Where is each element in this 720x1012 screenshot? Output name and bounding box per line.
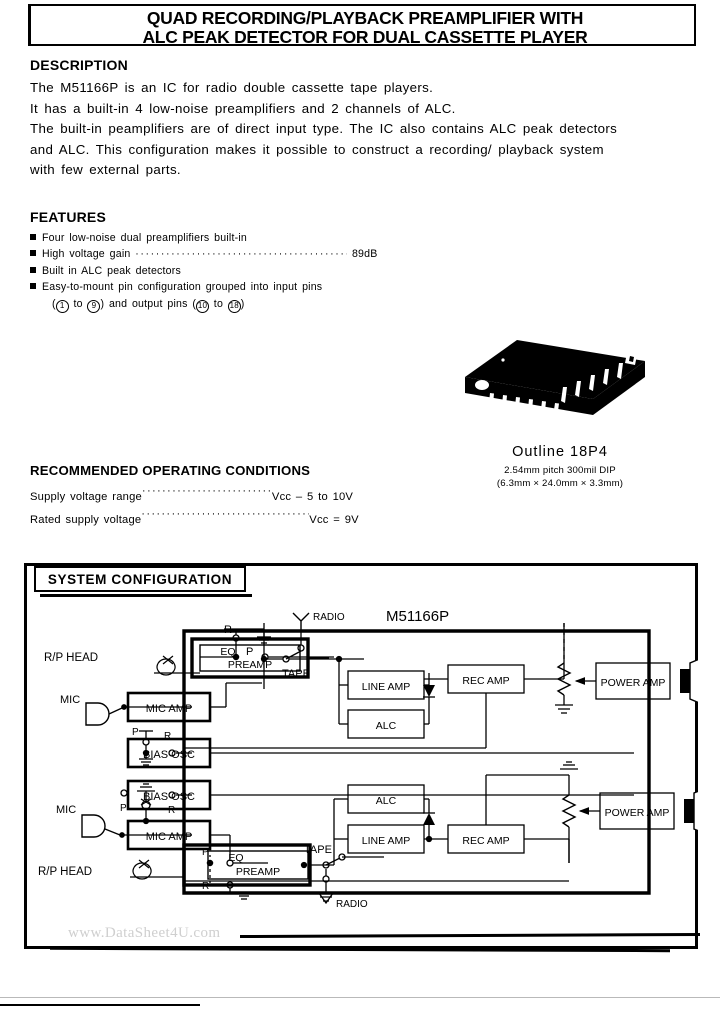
square-bullet-icon	[30, 234, 36, 240]
label-rp-head-bottom: R/P HEAD	[38, 866, 92, 878]
label-tape-top: TAPE	[282, 668, 310, 680]
label-tape-bottom: TAPE	[304, 844, 332, 856]
label-switch-r-mid: R	[164, 731, 171, 742]
recommended-row: Supply voltage range····················…	[30, 483, 370, 506]
leader-dots: ········································…	[141, 485, 272, 497]
label-mic-top: MIC	[60, 694, 80, 706]
dip-package-icon	[465, 340, 645, 421]
block-bias-osc-bottom: BIAS OSC	[143, 791, 195, 803]
pin-number-10: 10	[196, 299, 210, 313]
label-radio-bottom: RADIO	[336, 899, 368, 910]
block-line-amp-bottom: LINE AMP	[362, 835, 410, 847]
system-configuration-heading: SYSTEM CONFIGURATION	[34, 566, 252, 597]
feature-item: Easy-to-mount pin configuration grouped …	[30, 279, 450, 295]
feature-subline-mid1: to	[68, 297, 88, 310]
label-mic-bottom: MIC	[56, 804, 76, 816]
label-switch-p-low: P	[120, 803, 127, 814]
title-line-2: ALC PEAK DETECTOR FOR DUAL CASSETTE PLAY…	[142, 27, 588, 47]
scan-artifact	[0, 1004, 200, 1006]
square-bullet-icon	[30, 266, 36, 273]
feature-text: Easy-to-mount pin configuration grouped …	[42, 281, 323, 294]
description-line: The M51166P is an IC for radio double ca…	[30, 80, 434, 95]
leader-dots: ········································…	[141, 508, 309, 520]
feature-text: Built in ALC peak detectors	[42, 264, 181, 277]
block-line-amp-top: LINE AMP	[362, 681, 410, 693]
features-heading: FEATURES	[30, 209, 107, 225]
description-heading: DESCRIPTION	[30, 57, 128, 73]
label-switch-r-low: R	[168, 805, 175, 816]
block-rec-amp-bottom: REC AMP	[462, 835, 509, 847]
description-line: with few external parts.	[30, 162, 181, 178]
feature-item: Built in ALC peak detectors	[30, 263, 450, 279]
block-alc-top: ALC	[376, 720, 397, 732]
block-diagram-svg: M51166P R/P HEAD R P RADIO TAPE EQ PREAM…	[38, 608, 719, 910]
block-power-amp-top: POWER AMP	[601, 677, 666, 689]
package-caption: Outline 18P4	[512, 444, 608, 460]
package-pitch: 2.54mm pitch 300mil DIP	[504, 465, 616, 476]
recommended-heading: RECOMMENDED OPERATING CONDITIONS	[30, 463, 311, 478]
block-alc-bottom: ALC	[376, 795, 397, 807]
recommended-value: Vcc = 9V	[309, 514, 359, 526]
description-body: The M51166P is an IC for radio double ca…	[30, 78, 710, 181]
feature-subline-mid3: to	[209, 297, 228, 310]
recommended-label: Supply voltage range	[30, 491, 142, 503]
feature-text: High voltage gain	[42, 248, 131, 261]
description-line: It has a built-in 4 low-noise preamplifi…	[30, 100, 456, 116]
feature-subline-mid2: ) and output pins (	[100, 297, 197, 310]
feature-item: Four low-noise dual preamplifiers built-…	[30, 230, 450, 246]
system-configuration-diagram: M51166P R/P HEAD R P RADIO TAPE EQ PREAM…	[24, 563, 719, 949]
watermark: www.DataSheet4U.com	[68, 925, 221, 941]
feature-item: High voltage gain ······················…	[30, 246, 450, 262]
label-radio-top: RADIO	[313, 612, 345, 623]
block-eq-preamp-top: PREAMP	[228, 659, 272, 671]
feature-text: Four low-noise dual preamplifiers built-…	[42, 232, 247, 244]
pin-number-1: 1	[55, 299, 69, 313]
block-eq-preamp-bottom: EQ	[228, 852, 243, 864]
feature-subline-pre: (	[52, 297, 56, 310]
features-list: Four low-noise dual preamplifiers built-…	[30, 230, 450, 313]
pin-number-9: 9	[87, 299, 101, 313]
label-switch-r-bottom: R	[202, 881, 209, 892]
block-power-amp-bottom: POWER AMP	[605, 807, 670, 819]
recommended-value: Vcc – 5 to 10V	[271, 491, 354, 503]
page-bottom-rule	[0, 997, 720, 998]
block-eq-preamp-bottom: PREAMP	[236, 866, 280, 878]
pin-number-18: 18	[227, 299, 241, 313]
description-line: and ALC. This configuration makes it pos…	[30, 141, 604, 157]
square-bullet-icon	[30, 250, 36, 257]
leader-dots: ········································…	[135, 248, 348, 261]
recommended-label: Rated supply voltage	[30, 514, 142, 526]
package-size: (6.3mm × 24.0mm × 3.3mm)	[496, 477, 624, 489]
package-illustration	[455, 335, 655, 435]
recommended-table: Supply voltage range····················…	[30, 483, 370, 529]
device-label: M51166P	[386, 608, 449, 625]
block-eq-preamp-top: EQ	[220, 646, 235, 658]
block-rec-amp-top: REC AMP	[462, 675, 509, 687]
description-line: The built-in peamplifiers are of direct …	[30, 121, 618, 137]
block-mic-amp-top: MIC AMP	[146, 703, 192, 715]
feature-subline: (1 to 9) and output pins (10 to 18)	[30, 296, 450, 313]
label-rp-head-top: R/P HEAD	[44, 652, 98, 664]
package-dimensions: 2.54mm pitch 300mil DIP (6.3mm × 24.0mm …	[430, 465, 690, 490]
label-switch-p-mid: P	[132, 727, 139, 738]
feature-value: 89dB	[351, 248, 378, 261]
block-mic-amp-bottom: MIC AMP	[146, 831, 192, 843]
label-switch-p-bottom: P	[202, 847, 209, 858]
recommended-row: Rated supply voltage····················…	[30, 506, 370, 529]
block-bias-osc-top: BIAS OSC	[143, 749, 195, 761]
label-switch-r-top: R	[224, 624, 232, 636]
label-switch-p-top: P	[246, 646, 253, 658]
title-banner: QUAD RECORDING/PLAYBACK PREAMPLIFIER WIT…	[28, 4, 696, 47]
square-bullet-icon	[30, 283, 36, 290]
title-line-1: QUAD RECORDING/PLAYBACK PREAMPLIFIER WIT…	[146, 8, 584, 28]
feature-subline-end: )	[240, 297, 245, 310]
